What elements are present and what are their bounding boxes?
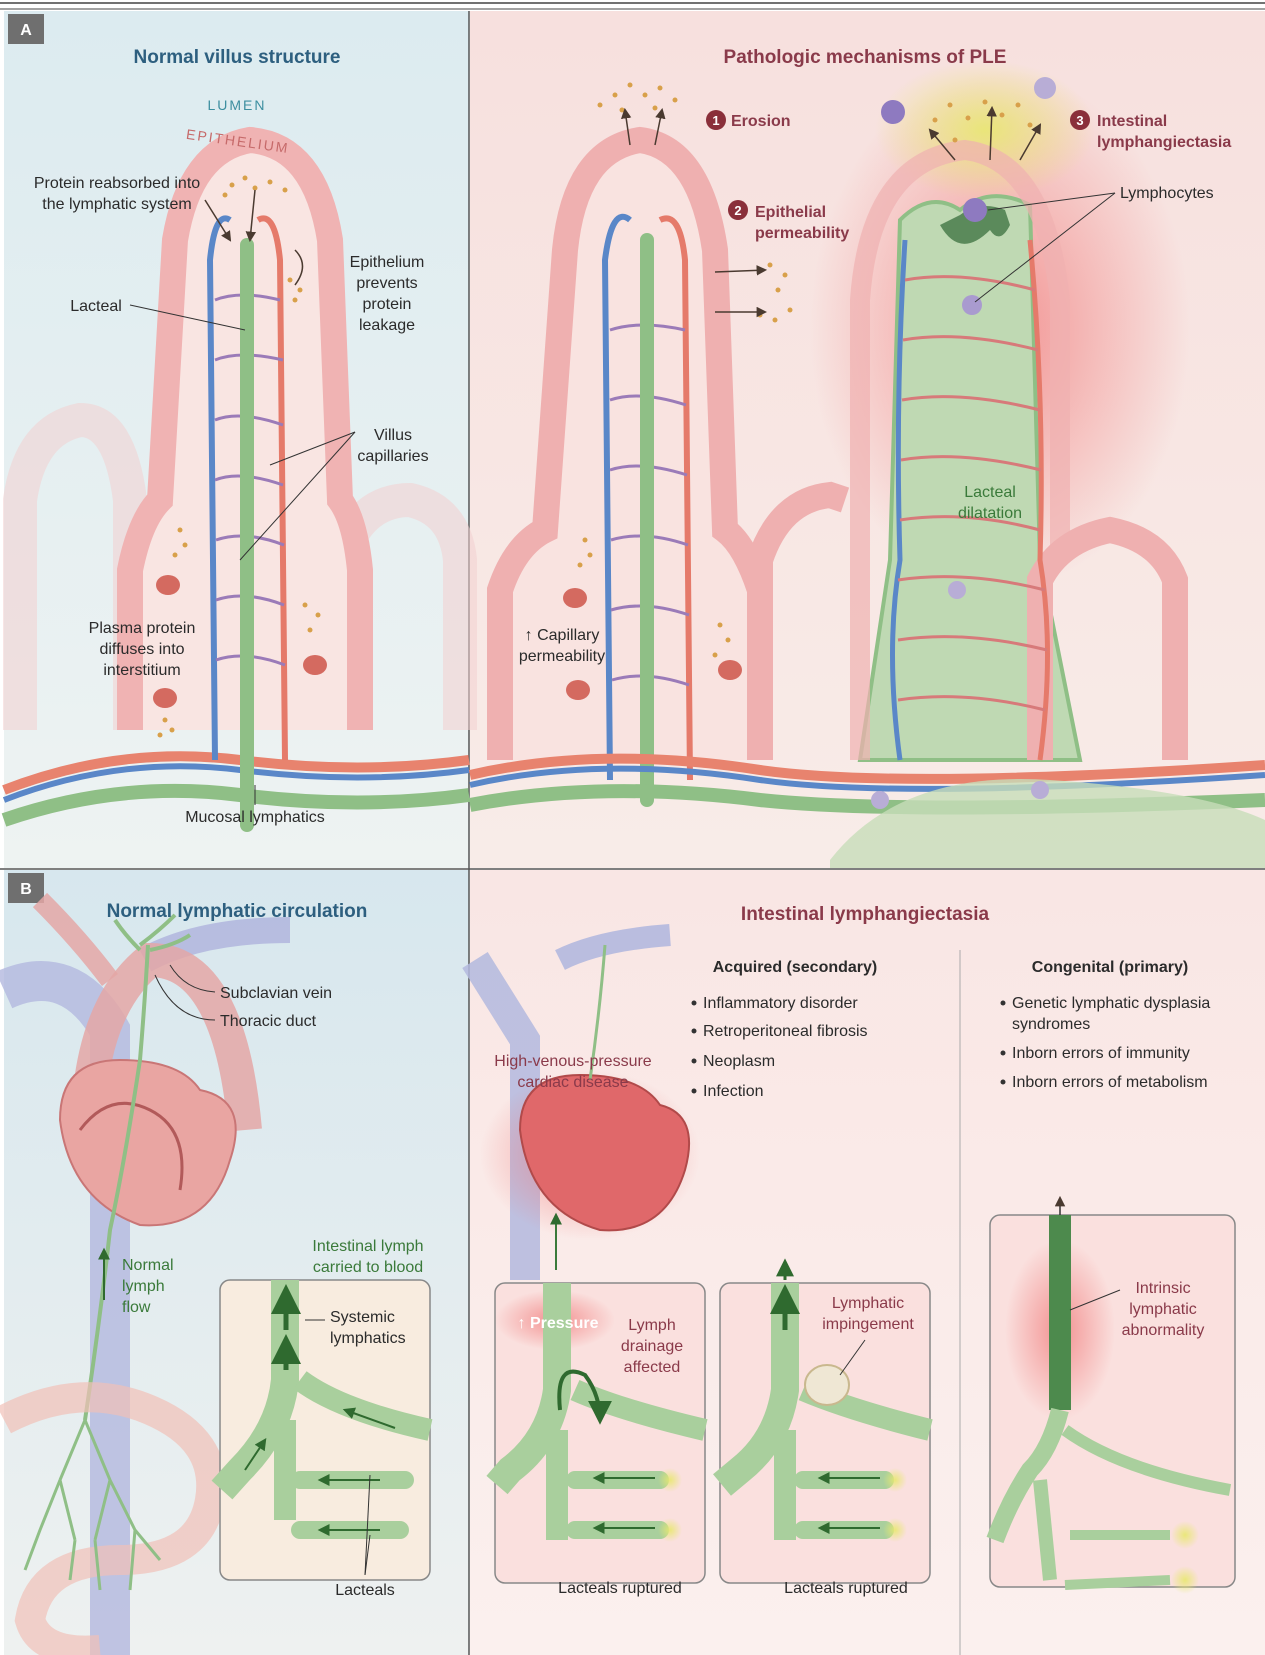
erosion-label: Erosion bbox=[731, 113, 791, 130]
congenital-item: Inborn errors of immunity bbox=[1012, 1045, 1190, 1062]
congenital-title: Congenital (primary) bbox=[1032, 959, 1188, 976]
ple-title: Pathologic mechanisms of PLE bbox=[724, 47, 1007, 68]
congenital-item: syndromes bbox=[1012, 1016, 1090, 1033]
intrinsic-label-3: abnormality bbox=[1122, 1322, 1205, 1339]
lymphangiectasia-title: Intestinal lymphangiectasia bbox=[741, 904, 990, 925]
epithelium-prevents-line: protein bbox=[363, 296, 412, 313]
normal-lymph-flow-label-2: lymph bbox=[122, 1278, 165, 1295]
capillary-perm-label-2: permeability bbox=[519, 648, 605, 665]
epithelium-prevents-line: leakage bbox=[359, 317, 415, 334]
lacteal-dilatation-label-1: Lacteal bbox=[964, 484, 1016, 501]
mucosal-lymphatics-label: Mucosal lymphatics bbox=[185, 809, 325, 826]
protein-reabsorbed-label-1: Protein reabsorbed into bbox=[34, 175, 200, 192]
lumen-label: LUMEN bbox=[207, 97, 266, 113]
intestinal-lymph-carried-label-1: Intestinal lymph bbox=[312, 1238, 423, 1255]
epithelial-number: 2 bbox=[734, 203, 741, 218]
acquired-item: Infection bbox=[703, 1083, 763, 1100]
intrinsic-label-1: Intrinsic bbox=[1135, 1280, 1190, 1297]
plasma-protein-label-1: Plasma protein bbox=[89, 620, 196, 637]
lacteal-label: Lacteal bbox=[70, 298, 122, 315]
intestinal-lymph-label-2: lymphangiectasia bbox=[1097, 134, 1231, 151]
lymphatic-impingement-label-1: Lymphatic bbox=[832, 1295, 904, 1312]
epithelium-prevents-line: prevents bbox=[356, 275, 417, 292]
capillary-perm-label-1: ↑ Capillary bbox=[525, 627, 600, 644]
normal-villus-title: Normal villus structure bbox=[134, 47, 341, 68]
acquired-item: Neoplasm bbox=[703, 1053, 775, 1070]
epithelial-perm-label-2: permeability bbox=[755, 225, 849, 242]
high-venous-label-1: High-venous-pressure bbox=[494, 1053, 652, 1070]
intestinal-lymph-carried-label-2: carried to blood bbox=[313, 1259, 423, 1276]
plasma-protein-label-2: diffuses into bbox=[99, 641, 184, 658]
intrinsic-label-2: lymphatic bbox=[1129, 1301, 1197, 1318]
villus-capillaries-label-1: Villus bbox=[374, 427, 412, 444]
intestinal-number: 3 bbox=[1076, 113, 1083, 128]
erosion-number: 1 bbox=[712, 113, 719, 128]
panel-b-letter: B bbox=[20, 881, 32, 898]
subclavian-vein-label: Subclavian vein bbox=[220, 985, 332, 1002]
systemic-lymphatics-label-1: Systemic bbox=[330, 1309, 395, 1326]
normal-lymph-flow-label-1: Normal bbox=[122, 1257, 174, 1274]
congenital-item: Genetic lymphatic dysplasia bbox=[1012, 995, 1210, 1012]
epithelium-prevents-line: Epithelium bbox=[350, 254, 425, 271]
lacteals-ruptured-label-1: Lacteals ruptured bbox=[558, 1580, 682, 1597]
high-venous-label-2: cardiac disease bbox=[517, 1074, 628, 1091]
congenital-item: Inborn errors of metabolism bbox=[1012, 1074, 1208, 1091]
intestinal-lymph-label-1: Intestinal bbox=[1097, 113, 1167, 130]
acquired-item: Retroperitoneal fibrosis bbox=[703, 1023, 868, 1040]
acquired-item: Inflammatory disorder bbox=[703, 995, 858, 1012]
normal-circulation-title: Normal lymphatic circulation bbox=[107, 901, 368, 922]
lymph-drainage-label-3: affected bbox=[624, 1359, 681, 1376]
epithelial-perm-label-1: Epithelial bbox=[755, 204, 826, 221]
panel-a-letter: A bbox=[20, 22, 32, 39]
thoracic-duct-label: Thoracic duct bbox=[220, 1013, 317, 1030]
lymph-drainage-label-2: drainage bbox=[621, 1338, 683, 1355]
protein-reabsorbed-label-2: the lymphatic system bbox=[42, 196, 191, 213]
lacteal-dilatation-label-2: dilatation bbox=[958, 505, 1022, 522]
lacteals-label: Lacteals bbox=[335, 1582, 395, 1599]
lymph-drainage-label-1: Lymph bbox=[628, 1317, 675, 1334]
systemic-lymphatics-label-2: lymphatics bbox=[330, 1330, 406, 1347]
lymphatic-impingement-label-2: impingement bbox=[822, 1316, 914, 1333]
villus-capillaries-label-2: capillaries bbox=[357, 448, 428, 465]
normal-lymph-flow-label-3: flow bbox=[122, 1299, 151, 1316]
pressure-label: ↑ Pressure bbox=[518, 1315, 599, 1332]
acquired-title: Acquired (secondary) bbox=[713, 959, 877, 976]
lacteals-ruptured-label-2: Lacteals ruptured bbox=[784, 1580, 908, 1597]
lymphocytes-label: Lymphocytes bbox=[1120, 185, 1214, 202]
plasma-protein-label-3: interstitium bbox=[103, 662, 180, 679]
